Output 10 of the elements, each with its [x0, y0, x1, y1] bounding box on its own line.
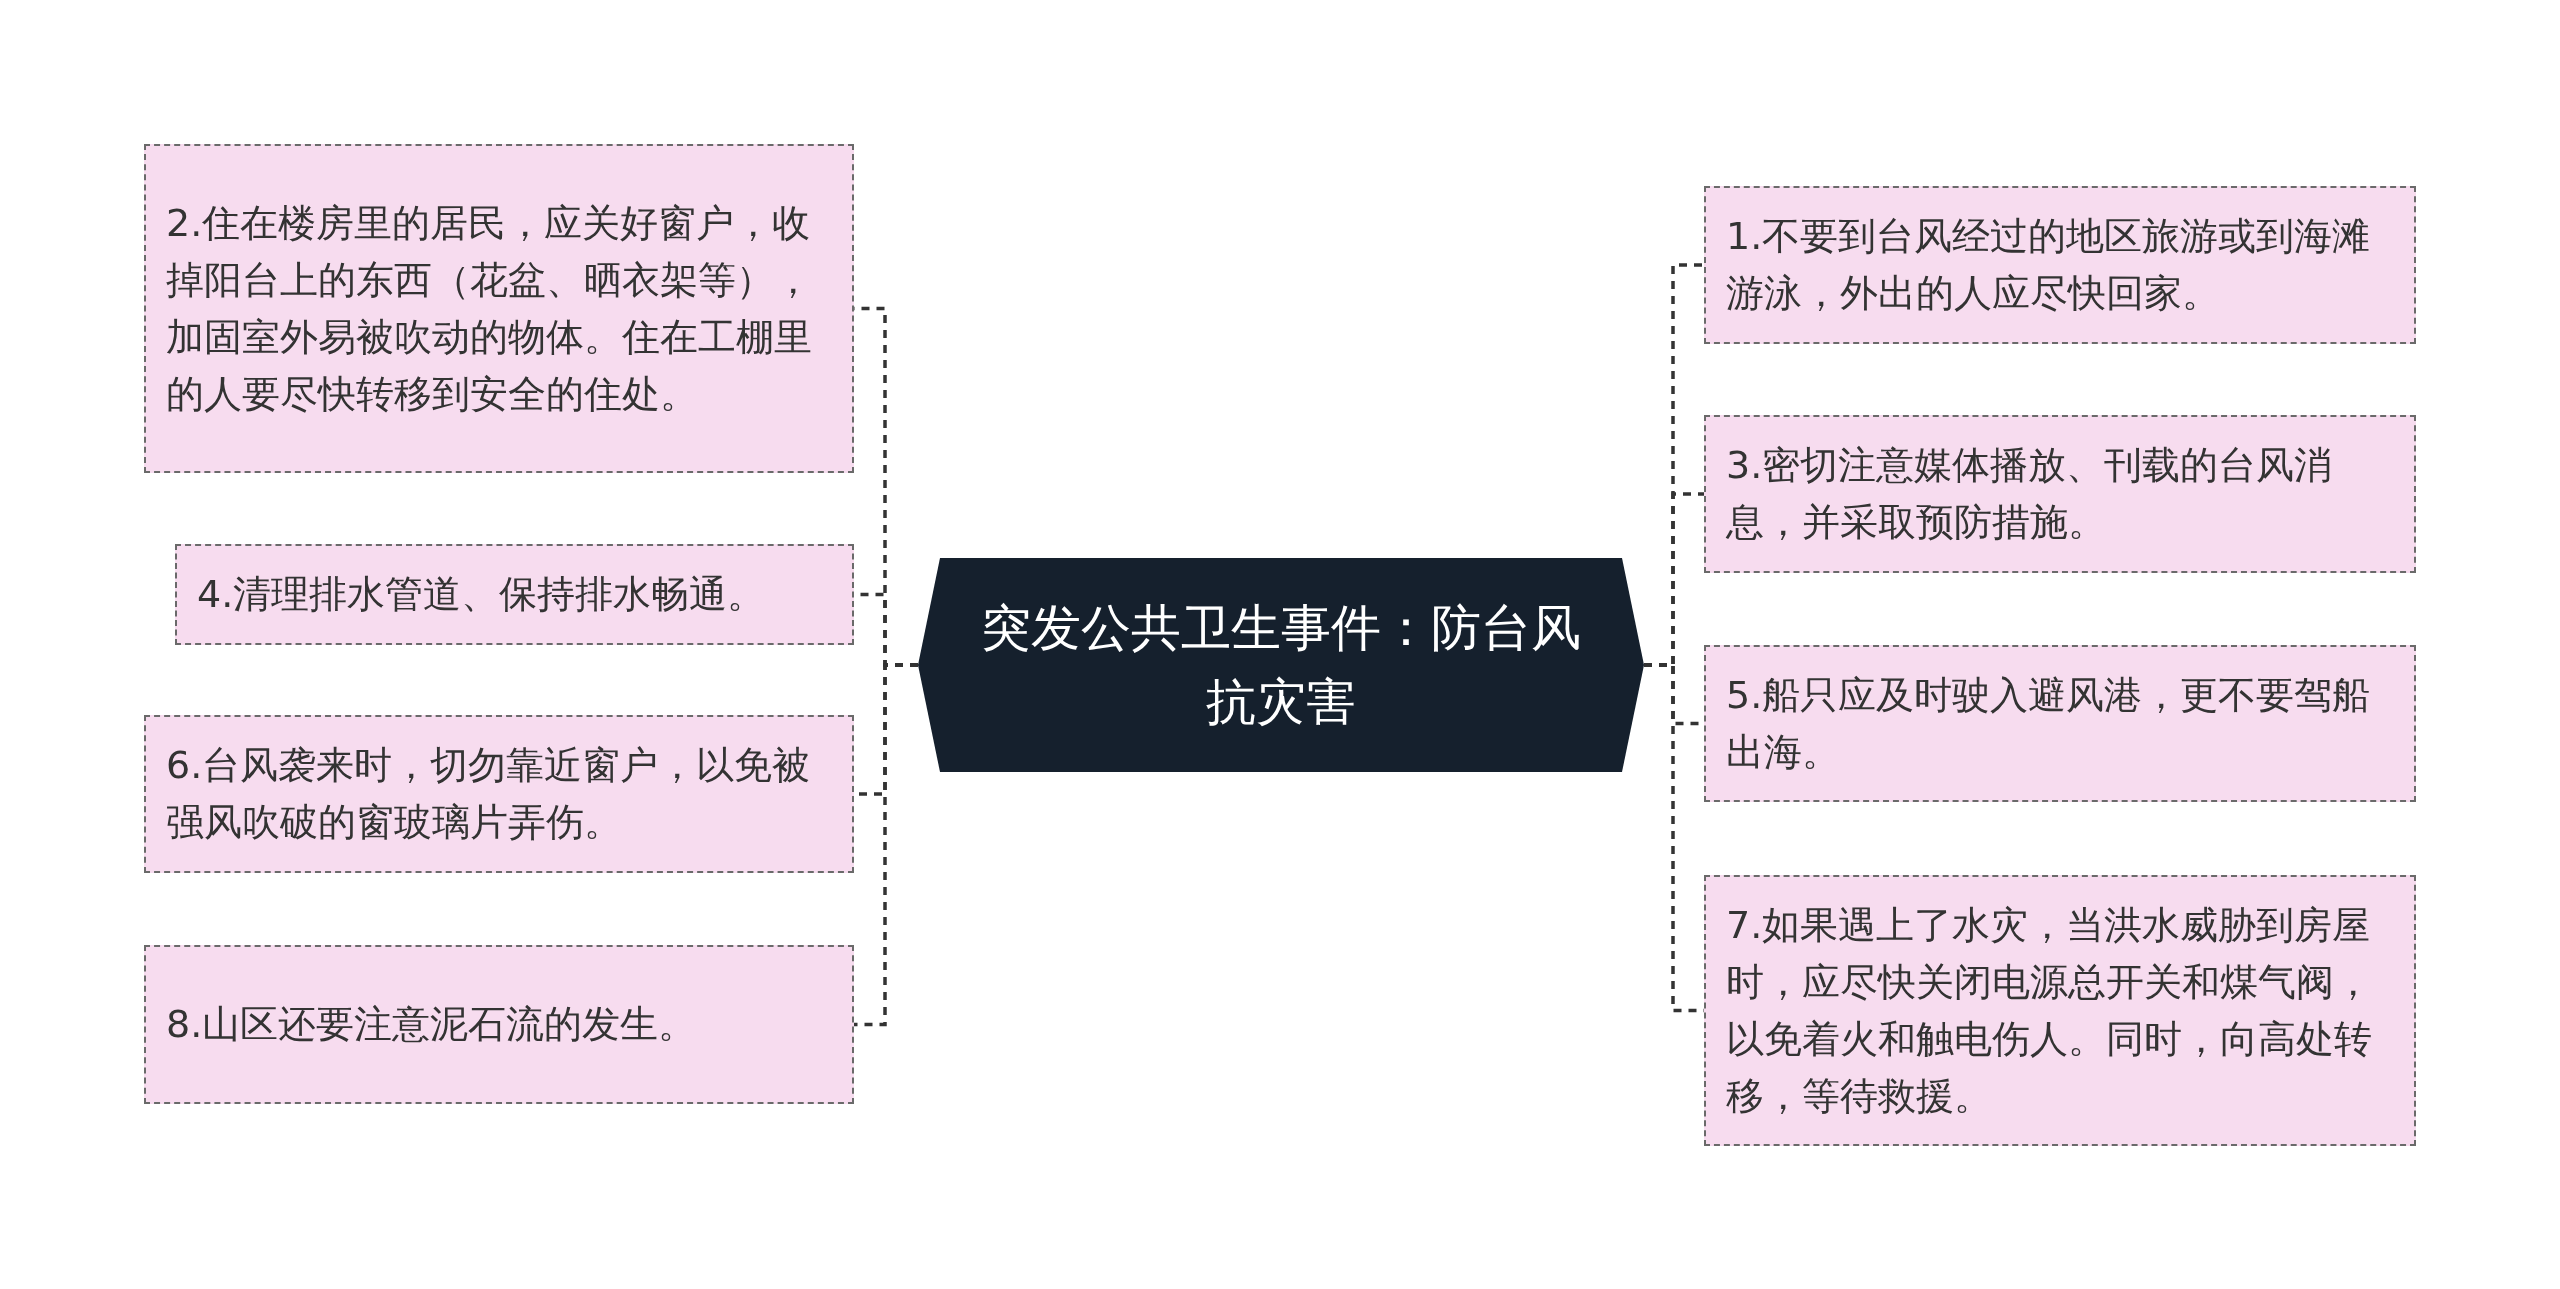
note-box: 6.台风袭来时，切勿靠近窗户，以免被强风吹破的窗玻璃片弄伤。: [144, 715, 854, 873]
note-box: 2.住在楼房里的居民，应关好窗户，收掉阳台上的东西（花盆、晒衣架等），加固室外易被吹动的物体。住在工棚里的人要尽快转移到安全的住处。: [144, 144, 854, 473]
note-box: 4.清理排水管道、保持排水畅通。: [175, 544, 854, 645]
note-box: 3.密切注意媒体播放、刊载的台风消息，并采取预防措施。: [1704, 415, 2416, 573]
note-box: 5.船只应及时驶入避风港，更不要驾船出海。: [1704, 645, 2416, 802]
connector-line: [854, 663, 918, 1027]
central-topic: 突发公共卫生事件：防台风抗灾害: [918, 558, 1644, 772]
note-box: 8.山区还要注意泥石流的发生。: [144, 945, 854, 1104]
note-box: 1.不要到台风经过的地区旅游或到海滩游泳，外出的人应尽快回家。: [1704, 186, 2416, 344]
note-box: 7.如果遇上了水灾，当洪水威胁到房屋时，应尽快关闭电源总开关和煤气阀，以免着火和触电伤人。同时，向高处转移，等待救援。: [1704, 875, 2416, 1146]
